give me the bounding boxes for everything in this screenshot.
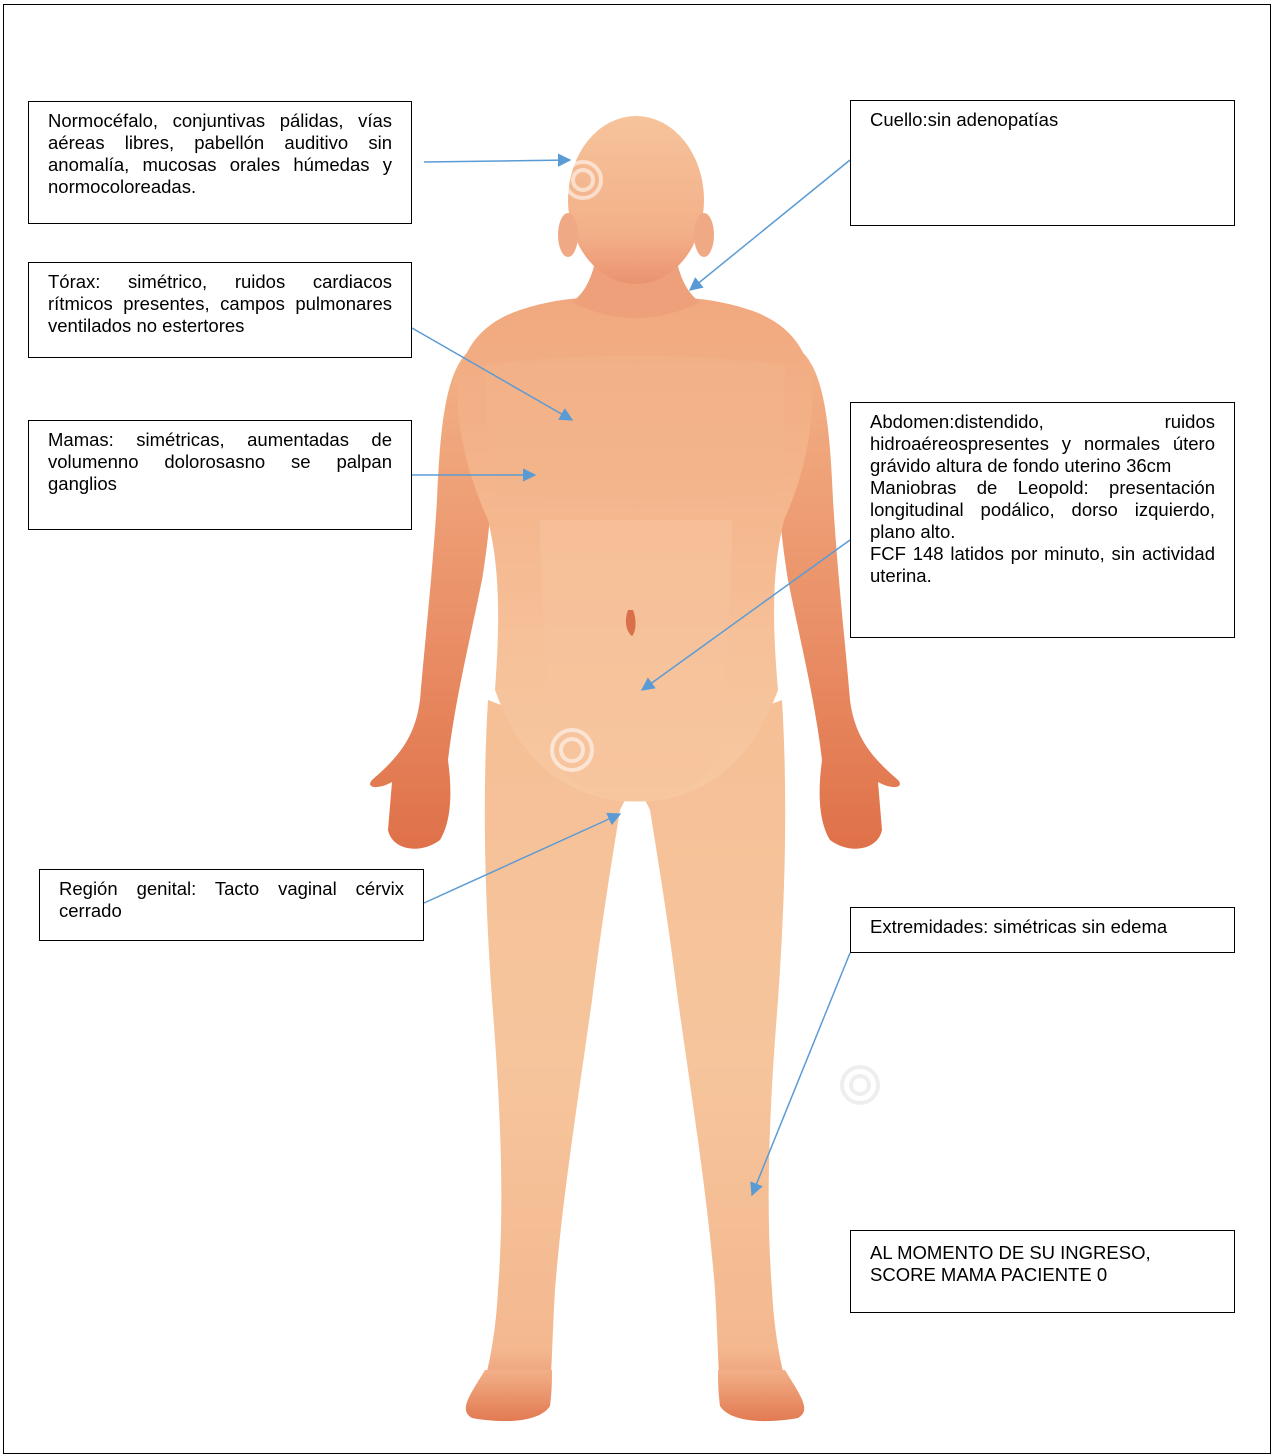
annotation-head-text: Normocéfalo, conjuntivas pálidas, vías a… bbox=[48, 110, 392, 198]
annotation-head: Normocéfalo, conjuntivas pálidas, vías a… bbox=[28, 101, 412, 224]
annotation-score-text: AL MOMENTO DE SU INGRESO, SCORE MAMA PAC… bbox=[870, 1242, 1215, 1286]
arrow-neck bbox=[690, 160, 850, 290]
annotation-abdomen: Abdomen:distendido, ruidos hidroaéreospr… bbox=[850, 402, 1235, 638]
annotation-breasts: Mamas: simétricas, aumentadas de volumen… bbox=[28, 420, 412, 530]
annotation-neck-text: Cuello:sin adenopatías bbox=[870, 109, 1215, 131]
right-leg bbox=[630, 700, 802, 1420]
annotation-thorax-text: Tórax: simétrico, ruidos cardiacos rítmi… bbox=[48, 271, 392, 337]
annotation-extremities-text: Extremidades: simétricas sin edema bbox=[870, 916, 1215, 938]
head bbox=[568, 116, 704, 284]
arrow-head bbox=[424, 160, 570, 162]
left-foot bbox=[466, 1370, 552, 1421]
annotation-abdomen-line-2: Maniobras de Leopold: presentación longi… bbox=[870, 477, 1215, 543]
left-leg bbox=[468, 700, 640, 1420]
annotation-breasts-text: Mamas: simétricas, aumentadas de volumen… bbox=[48, 429, 392, 495]
annotation-neck: Cuello:sin adenopatías bbox=[850, 100, 1235, 226]
annotation-genital-text: Región genital: Tacto vaginal cérvix cer… bbox=[59, 878, 404, 922]
annotation-extremities: Extremidades: simétricas sin edema bbox=[850, 907, 1235, 953]
left-ear bbox=[558, 213, 578, 257]
abdomen-area bbox=[540, 520, 732, 800]
chest-area bbox=[485, 356, 785, 500]
annotation-abdomen-line-3: FCF 148 latidos por minuto, sin activida… bbox=[870, 543, 1215, 587]
right-ear bbox=[694, 213, 714, 257]
annotation-score: AL MOMENTO DE SU INGRESO, SCORE MAMA PAC… bbox=[850, 1230, 1235, 1313]
right-foot bbox=[718, 1370, 804, 1421]
annotation-abdomen-line-1: Abdomen:distendido, ruidos hidroaéreospr… bbox=[870, 411, 1215, 477]
annotation-thorax: Tórax: simétrico, ruidos cardiacos rítmi… bbox=[28, 262, 412, 358]
annotation-genital: Región genital: Tacto vaginal cérvix cer… bbox=[39, 869, 424, 941]
